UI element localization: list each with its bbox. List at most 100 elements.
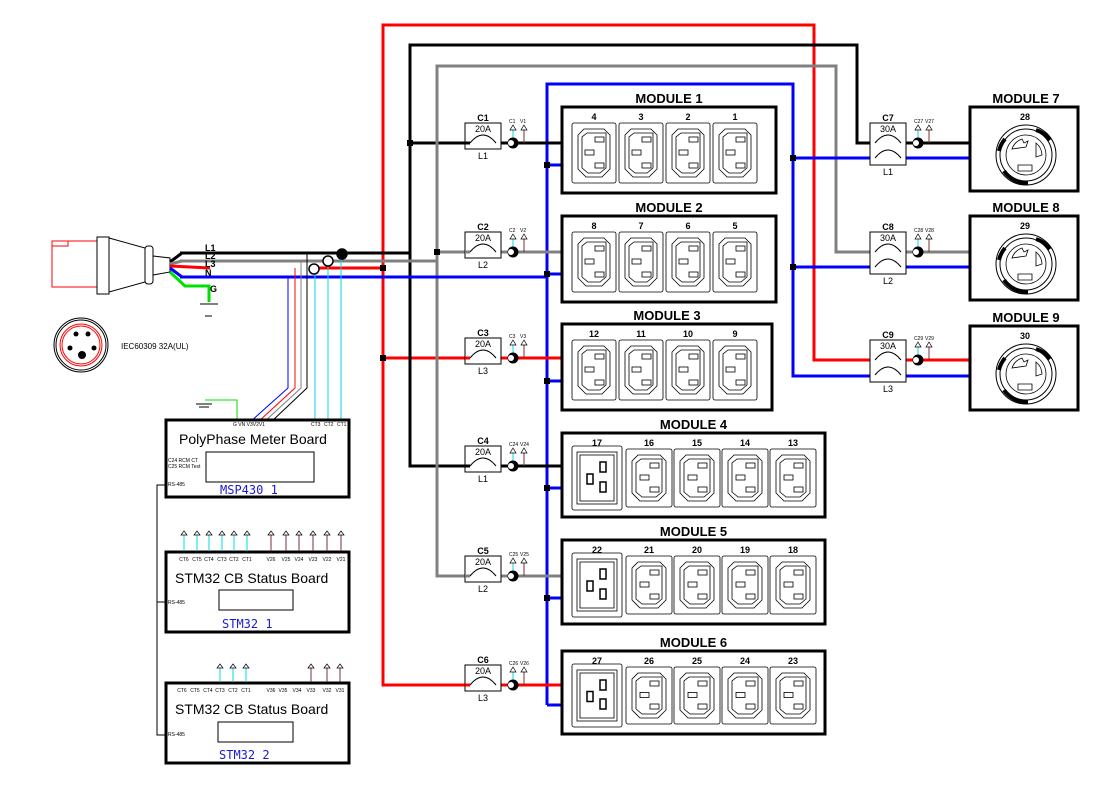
outlet-slot (641, 136, 652, 143)
iec-c13-outlet-icon (712, 339, 758, 401)
outlet-face (631, 454, 667, 502)
outlet-face (679, 672, 715, 719)
iec-c13-outlet-icon (571, 339, 617, 401)
outlet-face-inner (635, 676, 663, 715)
outlet-face (727, 561, 763, 609)
outlet-slot (688, 379, 699, 386)
twist-lock-slot (1017, 383, 1033, 391)
outlet-slot (599, 679, 607, 691)
outlet-slot (649, 680, 660, 687)
outlet-slot (594, 162, 605, 169)
stm2-ct-pin-label: CT4 (203, 688, 213, 694)
meter-ct-pin: CT3 (311, 422, 321, 428)
plug-collar (96, 236, 110, 295)
outlet-slot (649, 703, 660, 710)
junction-dot (380, 355, 386, 361)
meter-top-pins: G VN V3V2V1 (233, 422, 265, 428)
plug-pin (73, 331, 79, 337)
iec-c19-outlet-icon (571, 663, 623, 728)
breaker-box (464, 122, 502, 150)
plug-face-icon (53, 317, 109, 373)
module-frame (968, 214, 1080, 302)
wire-label-l1: L1 (205, 243, 216, 253)
outlet-face-inner (731, 565, 759, 605)
meter-ct-pin: CT1 (337, 422, 347, 428)
stm1-v-pin-terminal-icon (267, 530, 275, 536)
stm2-v-pin-label: V31 (336, 688, 345, 694)
outlet-face (775, 561, 811, 609)
outlet-face-inner (628, 132, 654, 174)
module-title: MODULE 4 (660, 417, 728, 432)
outlet-face (718, 237, 752, 287)
outlet-number: 18 (788, 545, 798, 555)
iec-c13-outlet-icon (625, 555, 673, 615)
breaker-contact-icon (874, 351, 902, 361)
outlet-slot (586, 690, 594, 703)
outlet-slot (725, 366, 736, 373)
breaker-box (464, 337, 502, 365)
ct-label: C24 (509, 442, 518, 448)
outlet-slot (599, 481, 607, 493)
twist-lock-slot (1035, 361, 1043, 377)
outlet-face-inner (579, 672, 615, 719)
module-title: MODULE 1 (635, 91, 702, 106)
twist-lock-outlet-icon (995, 124, 1057, 186)
outlet-slot (735, 162, 746, 169)
stm1-v-pin-terminal-icon (295, 530, 303, 536)
junction-dot (544, 378, 550, 384)
breaker-box (464, 555, 502, 583)
junction-dot (544, 271, 550, 277)
breaker-name: C8 (882, 222, 894, 232)
stm1-v-pin-terminal-icon (323, 530, 331, 536)
iec-c13-outlet-icon (712, 231, 758, 293)
outlet-face (576, 558, 618, 612)
outlet-slot (735, 136, 746, 143)
voltage-terminal-icon (520, 666, 528, 673)
module-title: MODULE 8 (992, 200, 1059, 215)
breaker-contact-icon (469, 349, 497, 359)
outlet-face-inner (722, 349, 748, 391)
outlet-number: 16 (644, 438, 654, 448)
iec-c13-outlet-icon (673, 666, 721, 725)
ct-label: C28 (914, 228, 923, 234)
ct-terminal-icon (509, 557, 517, 564)
stm1-v-pin-label: V26 (267, 557, 276, 563)
stm32-board-2-title: STM32 CB Status Board (175, 701, 328, 717)
outlet-slot (631, 258, 642, 265)
outlet-slot (725, 258, 736, 265)
ct-label: C29 (914, 336, 923, 342)
breaker-contact-icon (469, 567, 497, 577)
outlet-face-inner (581, 349, 607, 391)
wire-l2-branch (435, 252, 465, 578)
outlet-slot (599, 588, 607, 600)
outlet-face (577, 128, 611, 178)
outlet-frame (571, 552, 623, 618)
outlet-face-inner (581, 132, 607, 174)
outlet-slot (641, 245, 652, 252)
voltage-label: V26 (520, 661, 529, 667)
outlet-number: 2 (685, 112, 690, 122)
wire-l1-bus (180, 43, 870, 255)
outlet-slot (697, 462, 708, 469)
meter-display (205, 451, 315, 483)
stm1-v-pin-label: V21 (337, 557, 346, 563)
inlet-wire-g (168, 270, 211, 302)
stm2-v-pin-label: V36 (267, 688, 276, 694)
outlet-slot (631, 366, 642, 373)
twist-lock-slot (1011, 138, 1029, 150)
ct-sensor-core (913, 249, 919, 255)
breaker-box (464, 664, 502, 692)
rs485-label: RS-485 (168, 482, 185, 488)
outlet-slot (688, 353, 699, 360)
twist-lock-slot (1017, 273, 1033, 281)
ct-terminal-icon (914, 233, 922, 240)
outlet-slot (584, 258, 595, 265)
outlet-slot (783, 692, 794, 698)
breaker-name: C9 (882, 330, 894, 340)
module-title: MODULE 2 (635, 200, 702, 215)
